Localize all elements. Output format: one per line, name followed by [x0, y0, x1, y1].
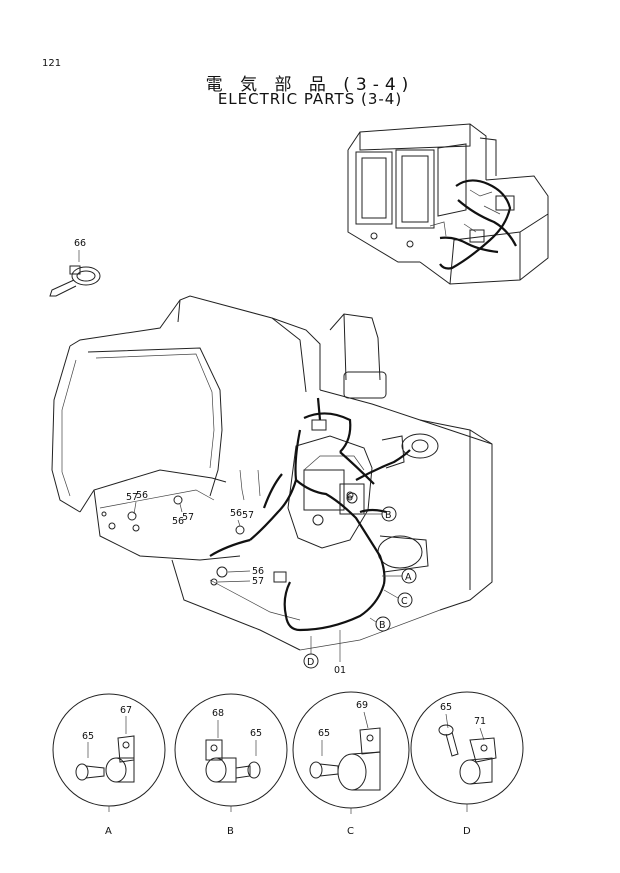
- detail-b-part1: 68: [212, 708, 224, 719]
- detail-a-part1: 67: [120, 705, 132, 716]
- detail-b-label: B: [227, 826, 234, 837]
- machine-main: 57 56 56 57 56 57 56 57 01: [51, 295, 493, 676]
- detail-c-label: C: [347, 826, 354, 837]
- callout-a1: A: [405, 572, 412, 583]
- label-57b: 57: [182, 512, 194, 523]
- detail-c-part1: 69: [356, 700, 368, 711]
- label-56c: 56: [230, 508, 242, 519]
- detail-a-part2: 65: [82, 731, 94, 742]
- part-66-clip: 66: [49, 238, 101, 297]
- label-56b: 56: [172, 516, 184, 527]
- detail-b: 68 65 B: [174, 693, 288, 837]
- callout-d1: D: [307, 657, 314, 668]
- detail-d: 65 71 D: [410, 691, 524, 837]
- callouts: B A C B D: [303, 506, 417, 669]
- detail-c-part2: 65: [318, 728, 330, 739]
- detail-b-part2: 65: [250, 728, 262, 739]
- detail-d-part1: 65: [440, 702, 452, 713]
- label-57d: 57: [252, 576, 264, 587]
- label-66: 66: [74, 238, 86, 249]
- title-english: ELECTRIC PARTS (3-4): [217, 90, 403, 108]
- label-01: 01: [334, 665, 346, 676]
- fitting-group: [101, 491, 354, 586]
- callout-c1: C: [401, 596, 408, 607]
- callout-b1: B: [385, 510, 392, 521]
- label-56a: 56: [136, 490, 148, 501]
- callout-b2: B: [379, 620, 386, 631]
- detail-a-label: A: [105, 826, 112, 837]
- label-56d: 56: [252, 566, 264, 577]
- detail-d-label: D: [463, 826, 471, 837]
- page-number: 121: [42, 58, 62, 69]
- label-57c: 57: [242, 510, 254, 521]
- detail-d-part2: 71: [474, 716, 486, 727]
- detail-a: 67 65 A: [52, 693, 166, 837]
- label-57a: 57: [126, 492, 138, 503]
- machine-overview: [347, 123, 549, 285]
- detail-c: 69 65 C: [292, 691, 410, 837]
- title-japanese: 電 気 部 品 (3-4): [205, 75, 415, 95]
